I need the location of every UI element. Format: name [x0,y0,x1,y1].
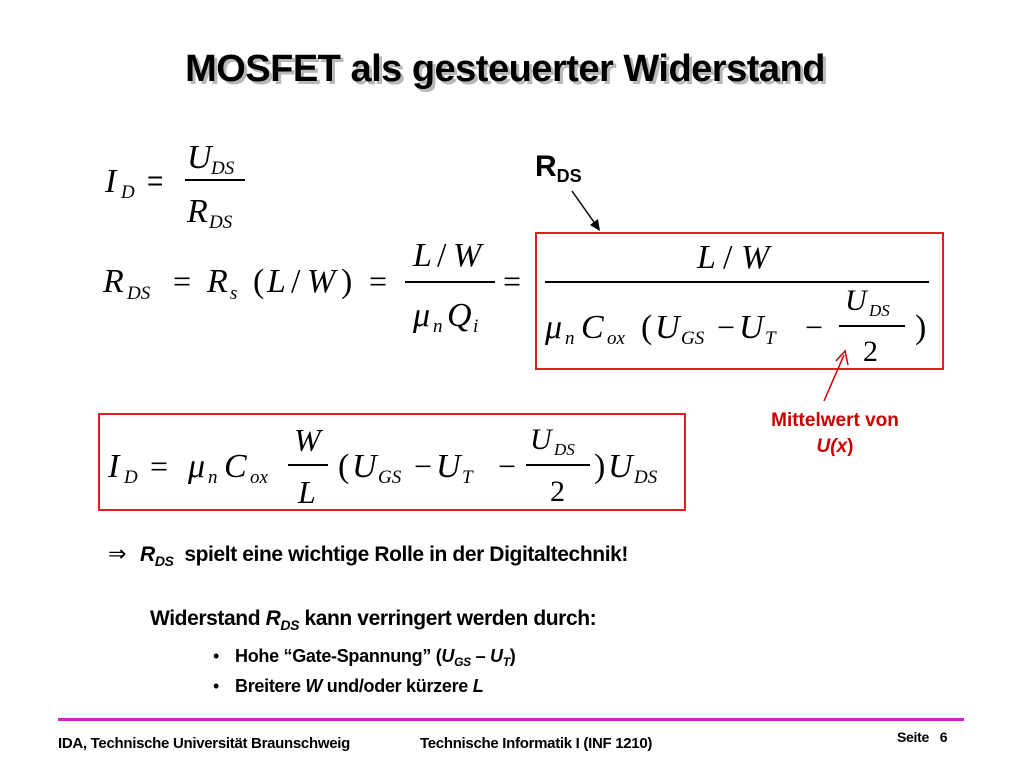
bullet-icon: • [213,646,220,666]
svg-text:/: / [291,263,301,300]
rds-statement: ⇒RDS spielt eine wichtige Rolle in der D… [108,542,628,569]
svg-text:D: D [120,182,135,203]
bullet-item-gate-voltage: •Hohe “Gate-Spannung” (UGS – UT) [213,646,516,669]
svg-text:T: T [765,328,777,349]
svg-text:R: R [206,263,228,300]
svg-text:U: U [187,139,214,176]
svg-text:−: − [717,309,735,345]
svg-text:/: / [437,237,447,274]
svg-text:C: C [224,448,247,485]
svg-text:−: − [414,448,432,484]
rds-label: RDS [535,150,582,186]
svg-text:I: I [107,448,121,485]
svg-text:DS: DS [208,212,233,233]
svg-text:W: W [294,422,324,458]
svg-text:R: R [186,193,208,230]
mittelwert-pointer-arrow [823,349,849,402]
rds-fraction: L / W μ n C ox ( U GS − U T − U DS 2 ) [544,239,929,368]
svg-text:T: T [462,467,474,488]
svg-text:μ: μ [412,297,430,334]
reduce-heading: Widerstand RDS kann verringert werden du… [150,607,597,633]
svg-text:L: L [266,263,286,300]
svg-text:n: n [433,316,443,337]
svg-text:/: / [723,239,733,276]
svg-text:ox: ox [250,467,269,488]
svg-text:D: D [123,467,138,488]
svg-text:U: U [655,309,682,346]
page-number: 6 [939,729,948,745]
equation-id-udsr: I D = U DS R DS [104,139,245,233]
svg-text:R: R [102,263,124,300]
footer-course: Technische Informatik I (INF 1210) [420,735,653,752]
svg-text:U: U [608,448,635,485]
rds-pointer-arrow [571,190,600,231]
svg-text:L: L [297,474,316,509]
svg-text:U: U [436,448,463,485]
mittelwert-note: Mittelwert von U(x) [745,410,925,458]
svg-text:U: U [739,309,766,346]
svg-text:W: W [453,237,484,274]
svg-text:(: ( [641,309,652,346]
svg-text:GS: GS [378,467,402,488]
svg-text:=: = [147,165,163,196]
svg-text:(: ( [338,448,349,485]
svg-text:=: = [173,263,191,299]
svg-text:W: W [307,263,338,300]
svg-text:=: = [503,263,521,299]
implies-icon: ⇒ [108,542,127,567]
svg-text:DS: DS [210,158,235,179]
svg-text:C: C [581,309,604,346]
svg-text:U: U [352,448,379,485]
svg-text:W: W [741,239,772,276]
svg-text:): ) [915,309,926,346]
svg-text:s: s [230,283,237,304]
svg-text:U: U [845,284,869,317]
bullet-icon: • [213,676,220,696]
svg-text:−: − [498,448,516,484]
svg-text:μ: μ [544,309,562,346]
rds-formula-box: L / W μ n C ox ( U GS − U T − U DS 2 ) [535,232,944,370]
svg-text:n: n [565,328,575,349]
bullet-item-geometry: •Breitere W und/oder kürzere L [213,676,484,696]
footer-divider [58,718,964,721]
svg-text:ox: ox [607,328,626,349]
svg-text:): ) [594,448,605,485]
svg-text:n: n [208,467,218,488]
svg-text:DS: DS [126,283,151,304]
svg-text:L: L [412,237,432,274]
svg-text:DS: DS [633,467,658,488]
mittelwert-note-line1: Mittelwert von [771,410,899,431]
svg-text:U: U [530,423,554,456]
svg-text:2: 2 [863,335,878,368]
svg-text:L: L [696,239,716,276]
footer-institution: IDA, Technische Universität Braunschweig [58,735,350,752]
svg-text:GS: GS [681,328,705,349]
svg-text:Q: Q [447,297,472,334]
id-formula-box: I D = μ n C ox W L ( U GS − U T − U DS 2… [98,413,686,511]
svg-text:μ: μ [187,448,205,485]
svg-text:2: 2 [550,475,565,508]
equation-id-full: I D = μ n C ox W L ( U GS − U T − U DS 2… [107,422,658,510]
svg-text:i: i [473,316,478,337]
footer-page: Seite 6 [897,729,948,745]
svg-text:I: I [104,163,118,200]
svg-text:DS: DS [868,301,890,320]
svg-text:(: ( [253,263,264,300]
equation-rds-chain: R DS = R s ( L / W ) = L / W μ n Q i = [102,237,521,337]
svg-text:=: = [150,448,168,484]
mittelwert-note-line2: U(x) [816,436,854,457]
svg-text:−: − [805,309,823,345]
svg-text:): ) [341,263,352,300]
svg-text:=: = [369,263,387,299]
svg-text:DS: DS [553,440,575,459]
slide-title: MOSFET als gesteuerter Widerstand [185,48,825,90]
